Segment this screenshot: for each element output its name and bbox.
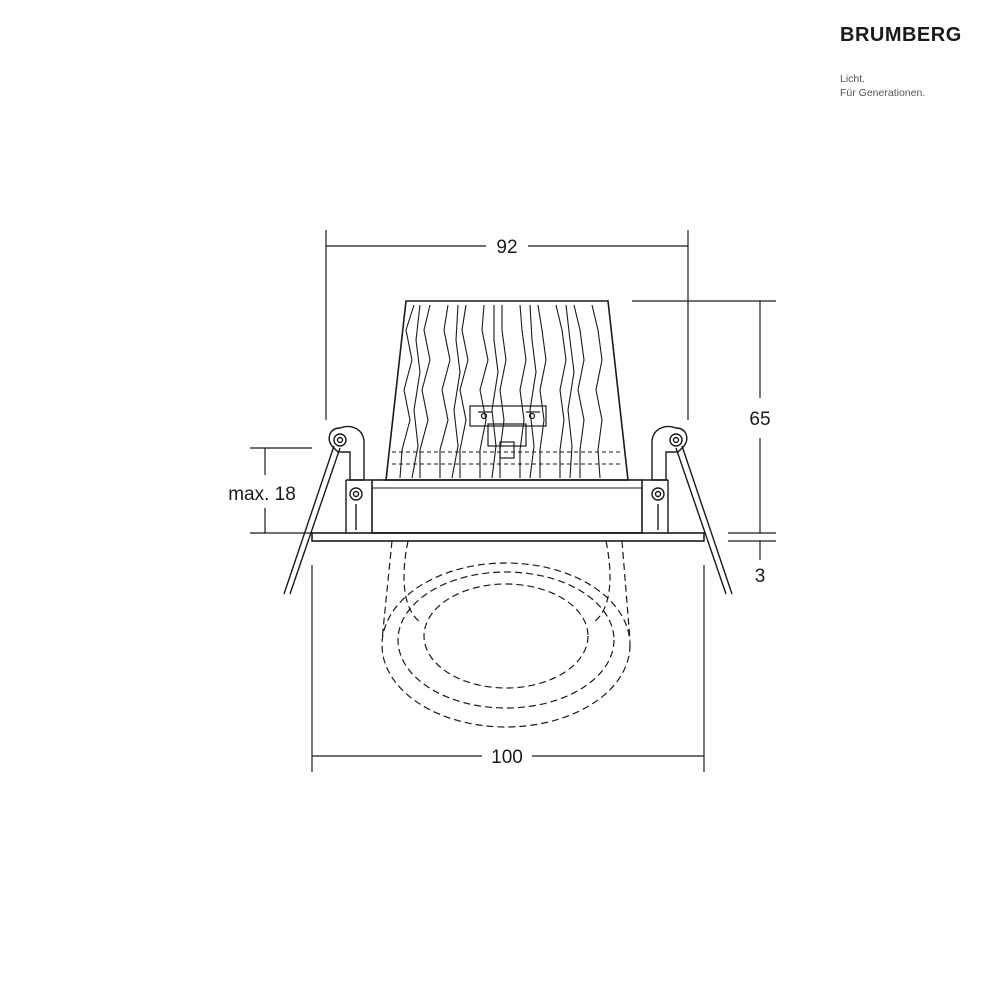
heat-sink-fins	[399, 304, 603, 479]
housing-collar	[345, 479, 669, 534]
label-trim-thickness: 3	[755, 566, 766, 587]
dimension-trim-thickness	[728, 540, 776, 560]
trim-ring	[311, 532, 705, 542]
label-top-width: 92	[496, 237, 517, 258]
lens-side-left	[381, 540, 393, 641]
label-trim-diameter: 100	[491, 747, 523, 768]
lens-inner-ring	[423, 583, 589, 689]
tagline-line-1: Licht.	[840, 73, 866, 85]
label-height: 65	[749, 409, 770, 430]
label-ceiling-thickness: max. 18	[228, 484, 296, 505]
lens-middle-ring	[397, 571, 615, 709]
lens-outer-ring	[381, 562, 631, 728]
dimension-top-width	[325, 230, 689, 420]
dimension-height	[632, 300, 776, 534]
spring-clip-right	[651, 425, 733, 595]
brand-tagline: Licht. Für Generationen.	[840, 72, 990, 100]
brand-logo-text: BRUMBERG	[840, 24, 962, 46]
lens-side-right	[621, 540, 631, 641]
spring-clip-left	[283, 425, 365, 595]
heat-sink	[385, 300, 629, 481]
tagline-line-2: Für Generationen.	[840, 87, 926, 99]
dimension-ceiling-thickness	[250, 447, 312, 534]
brand-block: BRUMBERG Licht. Für Generationen.	[840, 22, 990, 100]
dimension-trim-diameter	[311, 565, 705, 772]
trim-outline	[311, 532, 705, 542]
tilted-lens-hidden	[381, 540, 631, 728]
heat-sink-hidden-lines	[392, 451, 622, 465]
driver-connector	[469, 405, 547, 459]
